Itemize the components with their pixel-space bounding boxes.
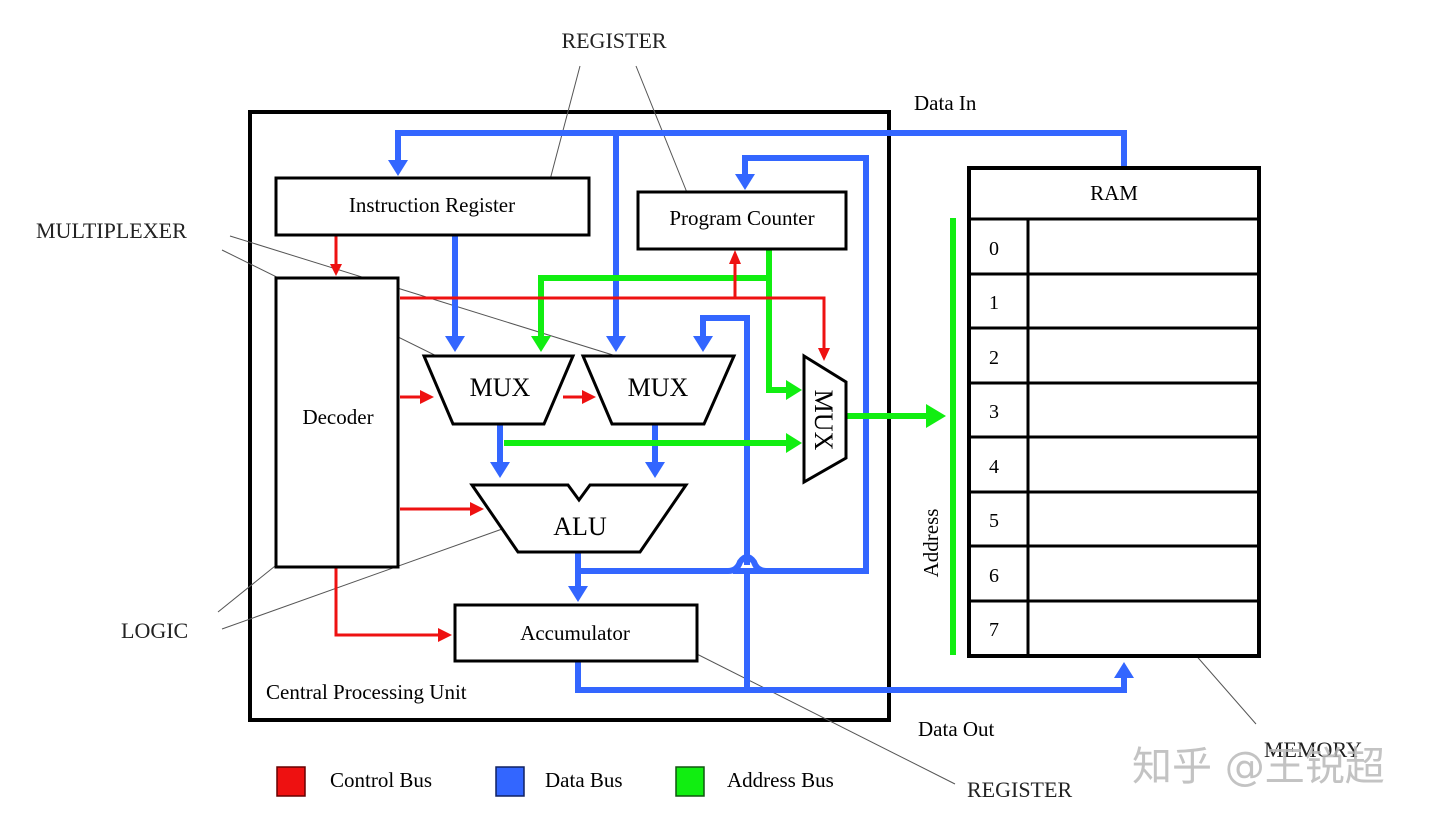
mux-1-block: MUX (421, 354, 576, 426)
ram-row-address: 0 (989, 238, 999, 260)
ram-row-address: 1 (989, 292, 999, 314)
ram-row-address: 2 (989, 347, 999, 369)
annotation-memory: MEMORY (1264, 737, 1362, 762)
mux-2-block: MUX (580, 354, 737, 426)
annotation-multiplexer: MULTIPLEXER (36, 218, 187, 243)
annotation-register-bottom: REGISTER (967, 777, 1072, 802)
legend-label-address: Address Bus (727, 768, 834, 792)
mux-3-block: MUX (802, 353, 848, 485)
data-out-label: Data Out (918, 717, 995, 741)
program-counter-label: Program Counter (669, 206, 814, 230)
annotation-lines (217, 65, 1257, 785)
legend-swatch-data (495, 766, 525, 797)
ram-row-address: 3 (989, 401, 999, 423)
mux-3-label: MUX (809, 390, 838, 451)
ram-row-address: 5 (989, 510, 999, 532)
ram-row-address: 7 (989, 619, 999, 641)
alu-label: ALU (553, 512, 607, 541)
ram-row-address: 6 (989, 565, 999, 587)
legend: Control Bus Data Bus Address Bus (276, 766, 834, 797)
decoder-label: Decoder (302, 405, 373, 429)
annotation-logic: LOGIC (121, 618, 188, 643)
data-bus-lines (388, 130, 1134, 693)
legend-label-data: Data Bus (545, 768, 623, 792)
legend-label-control: Control Bus (330, 768, 432, 792)
annotation-register-top: REGISTER (561, 28, 666, 53)
cpu-label: Central Processing Unit (266, 680, 467, 704)
watermark: 知乎 @王锐超 (1132, 744, 1385, 790)
decoder-block: Decoder (274, 276, 400, 569)
program-counter-block: Program Counter (636, 190, 848, 251)
legend-swatch-address (675, 766, 705, 797)
instruction-register-label: Instruction Register (349, 193, 515, 217)
instruction-register-block: Instruction Register (274, 176, 591, 237)
data-in-label: Data In (914, 91, 977, 115)
alu-block: ALU (469, 483, 689, 554)
mux-2-label: MUX (628, 373, 689, 402)
accumulator-block: Accumulator (453, 603, 699, 663)
accumulator-label: Accumulator (520, 621, 630, 645)
ram-row-address: 4 (989, 456, 999, 478)
address-label: Address (919, 509, 943, 578)
ram-block: RAM 0 1 2 3 4 5 6 7 (967, 166, 1261, 658)
control-bus-lines (330, 236, 830, 642)
legend-swatch-control (276, 766, 306, 797)
address-bus-lines (504, 218, 956, 655)
ram-title: RAM (1090, 181, 1138, 205)
mux-1-label: MUX (470, 373, 531, 402)
